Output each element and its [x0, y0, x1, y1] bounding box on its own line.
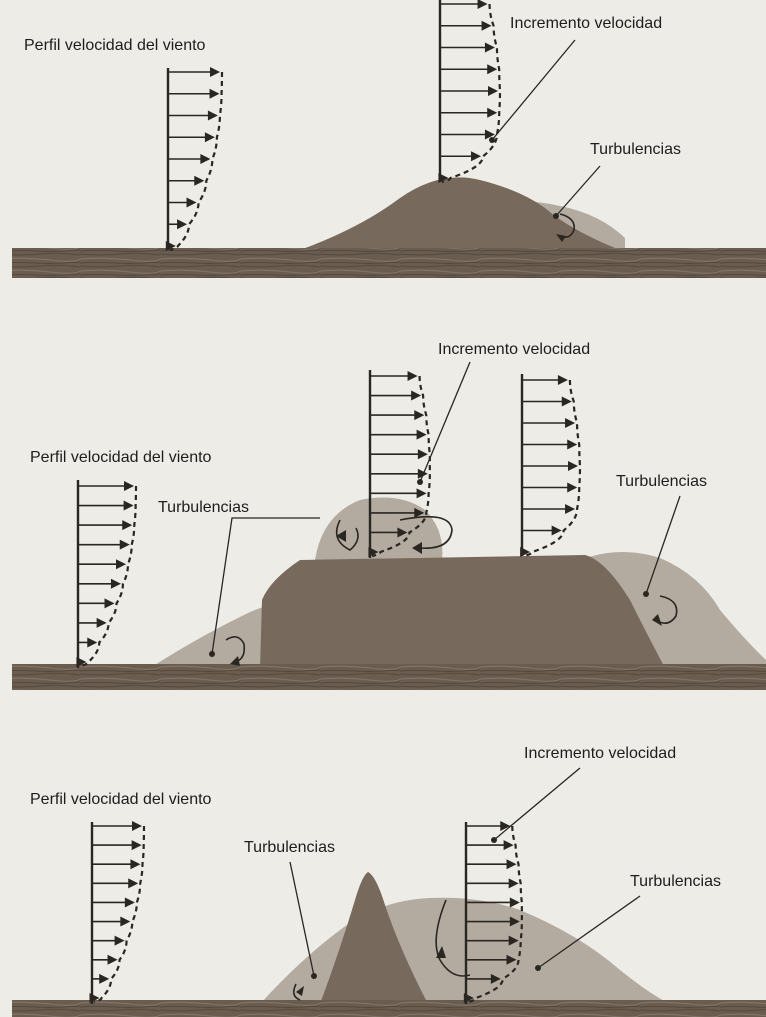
- velocity-arrow-head: [210, 89, 220, 99]
- velocity-arrow-head: [200, 154, 210, 164]
- label-wind-profile: Perfil velocidad del viento: [24, 37, 206, 54]
- velocity-arrow-head: [124, 501, 134, 511]
- leader-dot: [553, 213, 559, 219]
- velocity-arrow-head: [97, 618, 107, 628]
- velocity-arrow-head: [99, 974, 109, 984]
- velocity-arrow-head: [568, 461, 578, 471]
- leader-dot: [491, 837, 497, 843]
- velocity-arrow-head: [205, 132, 215, 142]
- velocity-arrow-head: [116, 559, 126, 569]
- velocity-arrow-head: [482, 21, 492, 31]
- velocity-arrow-head: [104, 598, 114, 608]
- label-turbulence: Turbulencias: [244, 839, 335, 856]
- velocity-arrow-head: [115, 936, 125, 946]
- velocity-arrow-head: [177, 219, 187, 229]
- velocity-arrow-head: [132, 840, 142, 850]
- velocity-arrow-head: [125, 897, 135, 907]
- velocity-arrow-head: [411, 391, 421, 401]
- velocity-arrow-head: [210, 67, 220, 77]
- velocity-arrow-head: [132, 821, 142, 831]
- ground-strip: [12, 664, 766, 690]
- velocity-arrow-head: [565, 504, 575, 514]
- ground-strip: [12, 248, 766, 278]
- leader-dot: [643, 591, 649, 597]
- velocity-arrow-head: [208, 111, 218, 121]
- leader-line: [556, 166, 600, 216]
- panel-plateau: Perfil velocidad del viento Incremento v…: [12, 341, 766, 690]
- velocity-arrow-head: [111, 579, 121, 589]
- velocity-arrow-head: [552, 526, 562, 536]
- leader-dot: [417, 479, 423, 485]
- velocity-arrow-head: [567, 483, 577, 493]
- velocity-arrow-head: [507, 859, 517, 869]
- velocity-arrow-head: [562, 397, 572, 407]
- velocity-arrow-head: [418, 469, 428, 479]
- label-wind-profile: Perfil velocidad del viento: [30, 449, 212, 466]
- velocity-arrow-head: [509, 878, 519, 888]
- velocity-arrow-head: [418, 449, 428, 459]
- velocity-arrow-head: [187, 198, 197, 208]
- velocity-arrow-head: [122, 520, 132, 530]
- label-speed-increase: Incremento velocidad: [524, 745, 676, 762]
- panel-sharp-peak: Perfil velocidad del viento Incremento v…: [12, 745, 766, 1017]
- velocity-arrow-head: [414, 410, 424, 420]
- label-turbulence: Turbulencias: [616, 473, 707, 490]
- velocity-arrow-head: [487, 64, 497, 74]
- leader-dot: [311, 973, 317, 979]
- label-turbulence: Turbulencias: [158, 499, 249, 516]
- velocity-arrow-head: [471, 151, 481, 161]
- velocity-arrow-head: [478, 0, 488, 9]
- velocity-arrow-head: [417, 430, 427, 440]
- leader-dot: [209, 651, 215, 657]
- plateau: [260, 555, 665, 668]
- leader-line: [494, 768, 580, 840]
- velocity-arrow-head: [120, 540, 130, 550]
- velocity-arrow-head: [500, 821, 510, 831]
- velocity-arrow-head: [108, 955, 118, 965]
- leader-line: [290, 862, 314, 976]
- velocity-arrow-head: [87, 637, 97, 647]
- velocity-arrow-head: [558, 375, 568, 385]
- velocity-arrow-head: [504, 840, 514, 850]
- ground-strip: [12, 1000, 766, 1017]
- velocity-arrow-head: [487, 108, 497, 118]
- velocity-arrow-head: [565, 418, 575, 428]
- velocity-arrow-head: [194, 176, 204, 186]
- leader-line: [492, 40, 575, 140]
- label-turbulence: Turbulencias: [630, 873, 721, 890]
- label-speed-increase: Incremento velocidad: [510, 15, 662, 32]
- velocity-arrow-head: [408, 371, 418, 381]
- turbulence-zone-crest: [315, 498, 442, 560]
- velocity-arrow-head: [120, 917, 130, 927]
- label-speed-increase: Incremento velocidad: [438, 341, 590, 358]
- velocity-arrow-head: [417, 488, 427, 498]
- label-turbulence: Turbulencias: [590, 141, 681, 158]
- label-wind-profile: Perfil velocidad del viento: [30, 791, 212, 808]
- velocity-arrow-head: [567, 440, 577, 450]
- velocity-arrow-head: [485, 43, 495, 53]
- velocity-arrow-head: [124, 481, 134, 491]
- leader-dot: [535, 965, 541, 971]
- velocity-arrow-head: [128, 878, 138, 888]
- velocity-arrow-head: [130, 859, 140, 869]
- panel-rounded-hill: Perfil velocidad del viento Incremento v…: [12, 0, 766, 278]
- velocity-arrow-head: [510, 897, 520, 907]
- velocity-arrow-head: [488, 86, 498, 96]
